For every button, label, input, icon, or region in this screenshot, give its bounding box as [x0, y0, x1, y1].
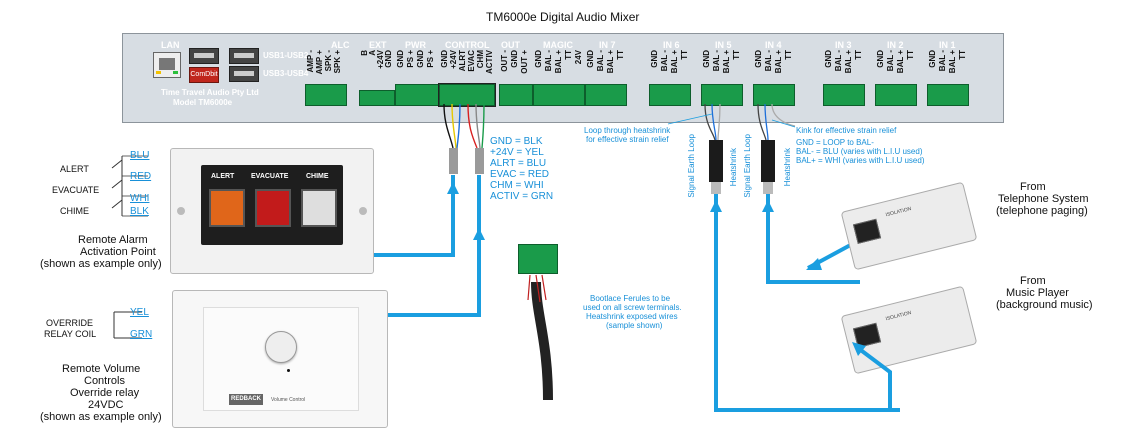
alarm-switch-symbols — [111, 155, 148, 217]
volume-brand-sub: Volume Control — [271, 397, 306, 403]
comdbit-button: ComDbit — [189, 67, 219, 83]
section-control: CONTROL — [445, 40, 490, 50]
relay-coil-symbol — [113, 311, 142, 339]
alarm-label-evacuate: EVACUATE — [52, 185, 100, 195]
lan-port — [153, 52, 181, 78]
section-pwr: PWR — [405, 40, 426, 50]
alc-terminal — [305, 84, 347, 106]
music-background: (background music) — [996, 299, 1093, 311]
section-alc: ALC — [331, 40, 350, 50]
section-in4: IN 4 — [765, 40, 782, 50]
section-ext: EXT — [369, 40, 387, 50]
alarm-caption-1: Remote Alarm — [78, 234, 148, 246]
alarm-caption-2: Activation Point — [80, 246, 156, 258]
loop-note-2: for effective strain relief — [586, 135, 669, 144]
alarm-label-chime: CHIME — [60, 206, 89, 216]
in7-terminal — [585, 84, 627, 106]
music-player: Music Player — [1006, 287, 1069, 299]
alarm-caption-3: (shown as example only) — [40, 258, 162, 270]
diagram-title: TM6000e Digital Audio Mixer — [486, 10, 640, 24]
alarm-wire-blk: BLK — [130, 206, 149, 217]
legend-line-2: +24V = YEL — [490, 147, 544, 158]
magic-terminal — [533, 84, 585, 106]
mixer-rear-panel: LAN ALC EXT PWR CONTROL OUT MAGIC IN 7 I… — [122, 33, 1004, 123]
volume-knob — [265, 331, 297, 363]
volume-wire-grn: GRN — [130, 329, 153, 340]
volume-caption-5: (shown as example only) — [40, 411, 162, 423]
alarm-button-label-evacuate: EVACUATE — [251, 173, 289, 180]
usb-port-3 — [229, 66, 259, 82]
volume-caption-4: 24VDC — [88, 399, 124, 411]
alarm-activation-plate: ALERT EVACUATE CHIME — [170, 148, 374, 274]
in4-terminal — [753, 84, 795, 106]
model-label: Model TM6000e — [173, 98, 233, 107]
usb-label-bottom: USB3-USB4 — [263, 69, 309, 78]
section-in1: IN 1 — [939, 40, 956, 50]
sample-terminal-plug — [518, 244, 558, 274]
relay-label-1: OVERRIDE — [46, 318, 94, 328]
legend-line-1: GND = BLK — [490, 136, 543, 147]
legend-line-4: EVAC = RED — [490, 169, 549, 180]
alarm-wire-whi: WHI — [130, 193, 150, 204]
alarm-wire-blu: BLU — [130, 150, 150, 161]
section-in5: IN 5 — [715, 40, 732, 50]
volume-caption-2: Controls — [84, 375, 125, 387]
company-label: Time Travel Audio Pty Ltd — [161, 88, 259, 97]
kink-note: Kink for effective strain relief — [796, 126, 897, 135]
section-lan: LAN — [161, 40, 180, 50]
evacuate-button — [255, 189, 291, 227]
alarm-button-label-alert: ALERT — [211, 173, 235, 180]
legend-line-3: ALRT = BLU — [490, 158, 547, 169]
music-from: From — [1020, 275, 1046, 287]
control-terminal — [438, 83, 496, 107]
in5-terminal — [701, 84, 743, 106]
telephone-from: From — [1020, 181, 1046, 193]
volume-brand: REDBACK — [229, 394, 263, 405]
in3-terminal — [823, 84, 865, 106]
section-in3: IN 3 — [835, 40, 852, 50]
legend-line-6: ACTIV = GRN — [490, 191, 554, 202]
pwr-terminal — [395, 84, 439, 106]
ferrule-note-3: Heatshrink exposed wires — [586, 312, 678, 321]
ext-terminal — [359, 90, 395, 106]
ferrule-note-4: (sample shown) — [606, 321, 663, 330]
in2-terminal — [875, 84, 917, 106]
in6-terminal — [649, 84, 691, 106]
ferrule-note-1: Bootlace Ferules to be — [590, 294, 671, 303]
gnd-note-1: GND = LOOP to BAL- — [796, 138, 874, 147]
alarm-label-alert: ALERT — [60, 164, 89, 174]
volume-caption-1: Remote Volume — [62, 363, 141, 375]
out-terminal — [499, 84, 533, 106]
telephone-system: Telephone System — [998, 193, 1089, 205]
legend-line-5: CHM = WHI — [490, 180, 544, 191]
telephone-paging: (telephone paging) — [996, 205, 1088, 217]
relay-label-2: RELAY COIL — [44, 329, 97, 339]
volume-control-plate: REDBACK Volume Control — [172, 290, 388, 428]
ferrule-note-2: used on all screw terminals. — [583, 303, 682, 312]
loop-note-1: Loop through heatshrink — [584, 126, 671, 135]
usb-port-2 — [229, 48, 259, 64]
section-in6: IN 6 — [663, 40, 680, 50]
in1-terminal — [927, 84, 969, 106]
volume-caption-3: Override relay — [70, 387, 140, 399]
section-magic: MAGIC — [543, 40, 573, 50]
usb-port-1 — [189, 48, 219, 64]
section-in7: IN 7 — [599, 40, 616, 50]
usb-label-top: USB1-USB2 — [263, 51, 309, 60]
gnd-note-3: BAL+ = WHI (varies with L.I.U used) — [796, 156, 925, 165]
chime-button — [301, 189, 337, 227]
gnd-note-2: BAL- = BLU (varies with L.I.U used) — [796, 147, 923, 156]
section-out: OUT — [501, 40, 520, 50]
alarm-wire-red: RED — [130, 171, 152, 182]
alarm-button-label-chime: CHIME — [306, 173, 329, 180]
section-in2: IN 2 — [887, 40, 904, 50]
volume-wire-yel: YEL — [130, 307, 149, 318]
alert-button — [209, 189, 245, 227]
